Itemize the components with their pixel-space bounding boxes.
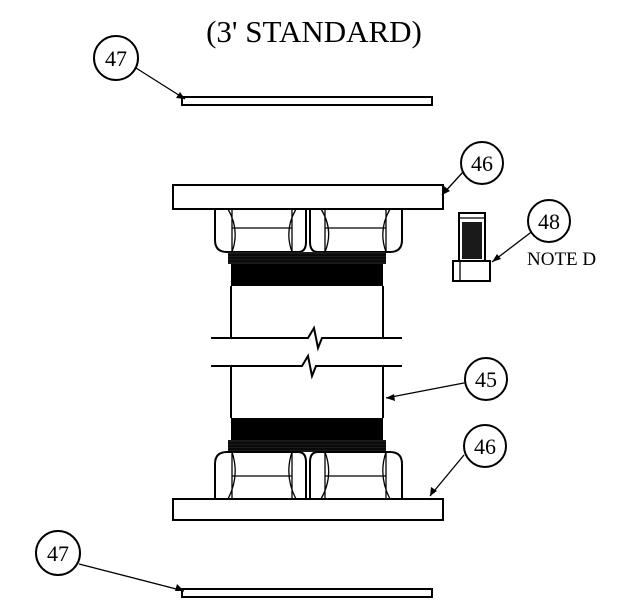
plate-47-top	[181, 96, 433, 106]
bottom-hex-nuts	[214, 451, 403, 500]
callout-45: 45	[464, 357, 508, 401]
bolt-48	[452, 212, 491, 282]
callout-47-top: 47	[93, 35, 139, 81]
callout-48-label: 48	[538, 209, 560, 234]
callout-47-top-label: 47	[105, 46, 127, 71]
top-hex-nuts	[214, 208, 403, 253]
plate-46-top	[172, 184, 444, 210]
callout-46-top-label: 46	[471, 151, 493, 176]
callout-45-label: 45	[475, 367, 497, 392]
callout-46-bottom-label: 46	[474, 434, 496, 459]
pipe-45-upper-thread	[228, 252, 386, 286]
callout-47-bottom-label: 47	[47, 541, 69, 566]
plate-47-bottom	[181, 588, 433, 598]
callout-47-bottom: 47	[35, 530, 81, 576]
pipe-45-lower-body	[211, 353, 402, 418]
callout-46-bottom: 46	[463, 424, 507, 468]
pipe-45-lower-thread	[228, 418, 386, 452]
drawing-title: (3' STANDARD)	[206, 14, 422, 49]
leader-lines	[78, 67, 535, 592]
pipe-45-upper-body	[211, 286, 402, 352]
note-d-label: NOTE D	[527, 249, 596, 270]
callout-46-top: 46	[460, 141, 504, 185]
callout-48: 48	[527, 199, 571, 243]
plate-46-bottom	[172, 498, 444, 521]
